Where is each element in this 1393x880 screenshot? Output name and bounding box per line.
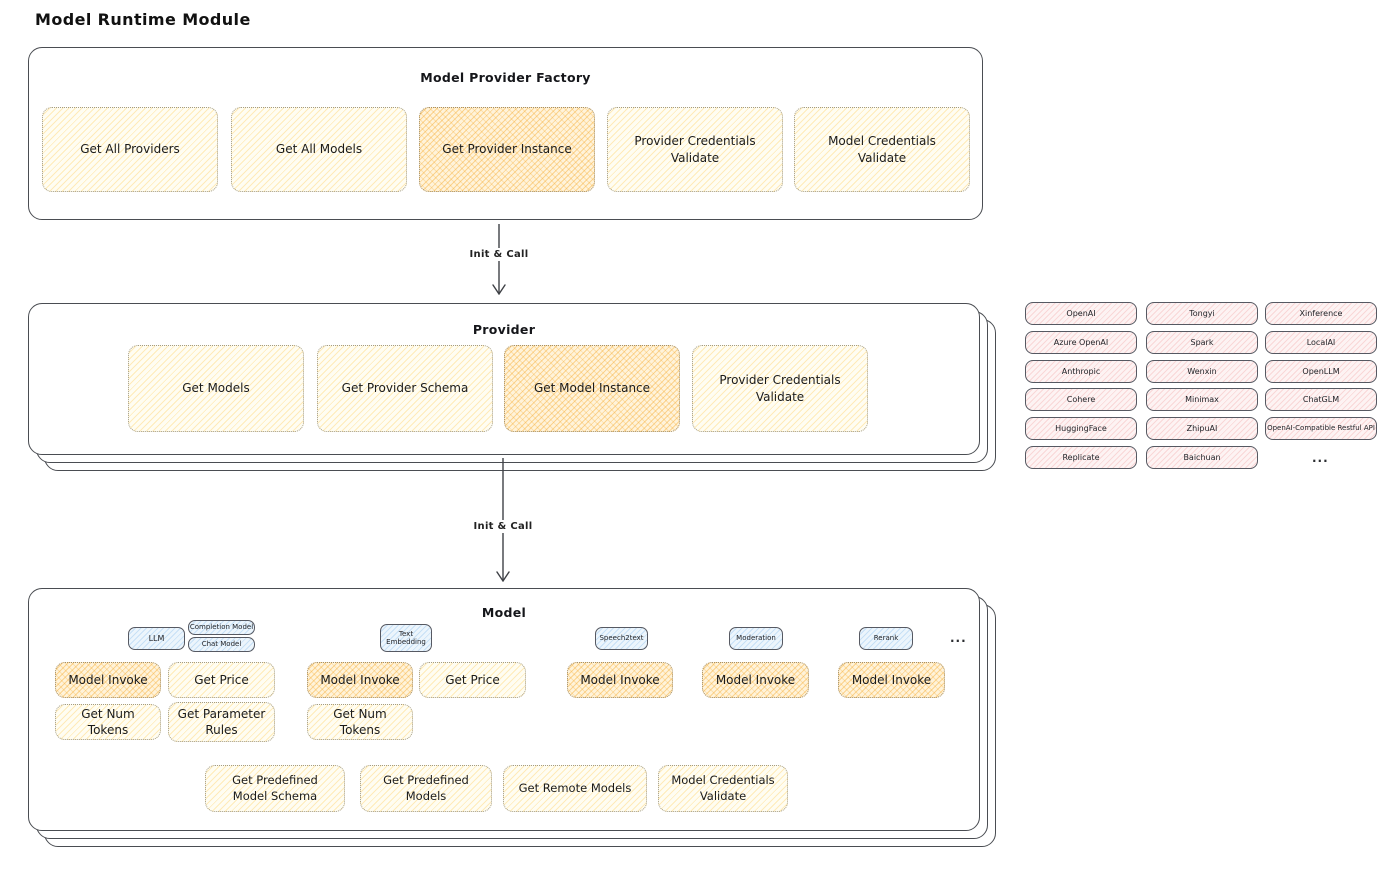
- get-provider-instance-box: Get Provider Instance: [419, 107, 595, 192]
- model-credentials-validate-box: Model Credentials Validate: [658, 765, 788, 812]
- type-chip-llm: LLM: [128, 627, 185, 650]
- factory-provider-credentials-validate-box: Provider Credentials Validate: [607, 107, 783, 192]
- provider-chip-chatglm: ChatGLM: [1265, 388, 1377, 411]
- model-invoke-speech2text-box: Model Invoke: [567, 662, 673, 698]
- model-invoke-rerank-box: Model Invoke: [838, 662, 945, 698]
- provider-chip-openai: OpenAI: [1025, 302, 1137, 325]
- provider-credentials-validate-box: Provider Credentials Validate: [692, 345, 868, 432]
- type-chip-rerank: Rerank: [859, 627, 913, 650]
- get-all-models-box: Get All Models: [231, 107, 407, 192]
- init-call-arrow-top: [492, 224, 506, 295]
- model-invoke-moderation-box: Model Invoke: [702, 662, 809, 698]
- provider-chip-localai: LocalAI: [1265, 331, 1377, 354]
- provider-chip-anthropic: Anthropic: [1025, 360, 1137, 383]
- provider-chip-cohere: Cohere: [1025, 388, 1137, 411]
- type-chip-completion-model: Completion Model: [188, 620, 255, 635]
- get-predefined-models-box: Get Predefined Models: [360, 765, 492, 812]
- get-model-instance-box: Get Model Instance: [504, 345, 680, 432]
- get-predefined-model-schema-box: Get Predefined Model Schema: [205, 765, 345, 812]
- factory-model-credentials-validate-box: Model Credentials Validate: [794, 107, 970, 192]
- model-types-ellipsis: ...: [950, 631, 967, 645]
- get-price-text-embedding-box: Get Price: [419, 662, 526, 698]
- model-title: Model: [481, 605, 527, 620]
- model-provider-factory-title: Model Provider Factory: [420, 70, 591, 85]
- init-call-arrow-bottom: [496, 458, 510, 582]
- provider-chip-zhipuai: ZhipuAI: [1146, 417, 1258, 440]
- provider-chip-baichuan: Baichuan: [1146, 446, 1258, 469]
- get-provider-schema-box: Get Provider Schema: [317, 345, 493, 432]
- provider-chip-xinference: Xinference: [1265, 302, 1377, 325]
- model-invoke-text-embedding-box: Model Invoke: [307, 662, 413, 698]
- provider-chip-replicate: Replicate: [1025, 446, 1137, 469]
- type-chip-chat-model: Chat Model: [188, 637, 255, 652]
- init-call-label-top: Init & Call: [464, 248, 534, 261]
- init-call-label-bottom: Init & Call: [468, 520, 538, 533]
- get-models-box: Get Models: [128, 345, 304, 432]
- get-all-providers-box: Get All Providers: [42, 107, 218, 192]
- type-chip-moderation: Moderation: [729, 627, 783, 650]
- get-parameter-rules-box: Get Parameter Rules: [168, 702, 275, 742]
- provider-chip-spark: Spark: [1146, 331, 1258, 354]
- provider-grid-ellipsis: ...: [1312, 451, 1329, 465]
- get-remote-models-box: Get Remote Models: [503, 765, 647, 812]
- provider-chip-openllm: OpenLLM: [1265, 360, 1377, 383]
- page-title: Model Runtime Module: [35, 10, 251, 29]
- provider-chip-minimax: Minimax: [1146, 388, 1258, 411]
- provider-title: Provider: [472, 322, 536, 337]
- model-invoke-llm-box: Model Invoke: [55, 662, 161, 698]
- get-price-llm-box: Get Price: [168, 662, 275, 698]
- provider-chip-azure-openai: Azure OpenAI: [1025, 331, 1137, 354]
- provider-chip-tongyi: Tongyi: [1146, 302, 1258, 325]
- get-num-tokens-text-embedding-box: Get Num Tokens: [307, 704, 413, 740]
- type-chip-text-embedding: Text Embedding: [380, 624, 432, 652]
- provider-chip-openai-compatible-restful-api: OpenAI-Compatible Restful API: [1265, 417, 1377, 440]
- type-chip-speech2text: Speech2text: [595, 627, 648, 650]
- provider-chip-wenxin: Wenxin: [1146, 360, 1258, 383]
- get-num-tokens-llm-box: Get Num Tokens: [55, 704, 161, 740]
- provider-chip-huggingface: HuggingFace: [1025, 417, 1137, 440]
